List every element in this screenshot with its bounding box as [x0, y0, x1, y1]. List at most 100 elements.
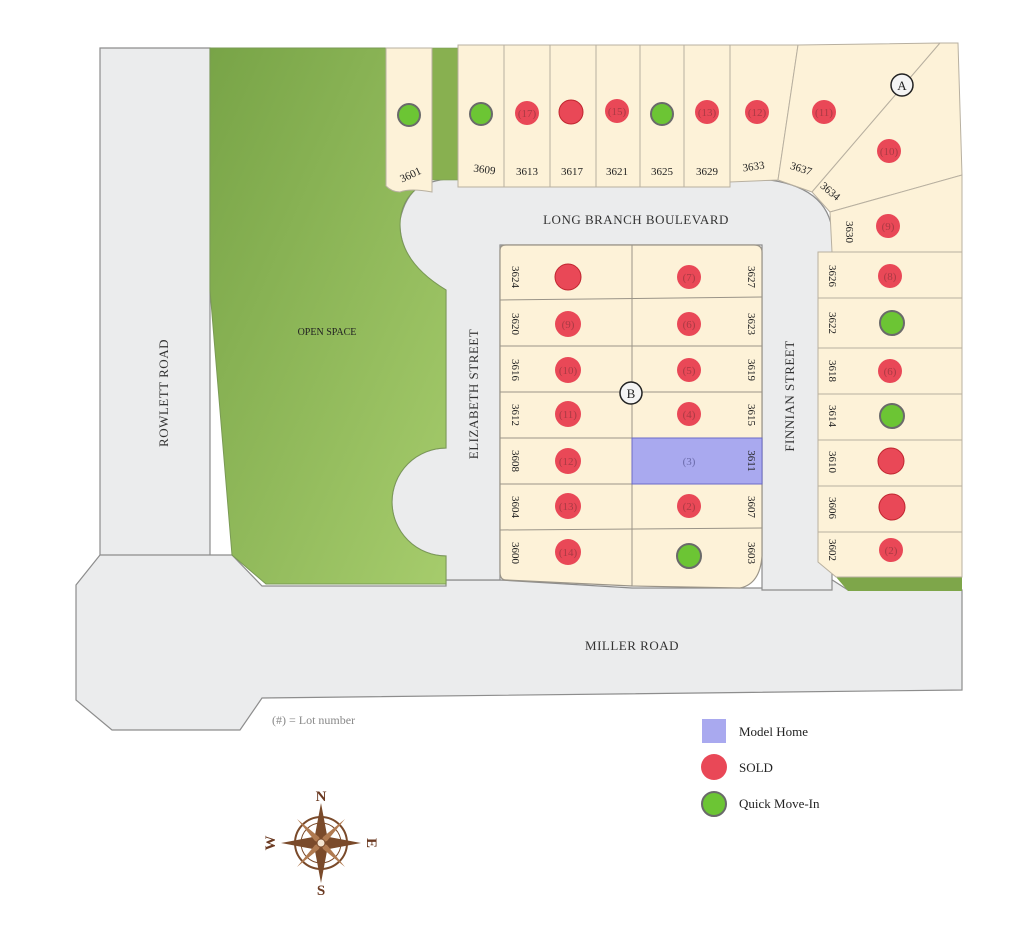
lot-id: (9) — [882, 221, 895, 233]
lot-3622-status — [879, 310, 905, 336]
street-labels: ROWLETT ROAD LONG BRANCH BOULEVARD ELIZA… — [156, 212, 797, 653]
lot-3614-status — [879, 403, 905, 429]
lot-ids-top: (17) (15) (13) (12) (11) (10) (9) — [518, 106, 899, 233]
lot-id: (2) — [683, 501, 696, 513]
address: 3627 — [745, 266, 757, 289]
lot-id: (2) — [885, 545, 898, 557]
lot-id: (7) — [683, 272, 696, 284]
address: 3620 — [509, 313, 521, 336]
rowlett-road — [99, 47, 211, 561]
compass-rose: N S E W — [263, 789, 379, 899]
center-right-addresses: 3627 3623 3619 3615 3611 3607 3603 — [745, 266, 757, 565]
phase-marker-b-label: B — [627, 386, 636, 401]
lot-3614[interactable] — [817, 393, 963, 441]
address: 3622 — [826, 312, 838, 334]
address: 3629 — [696, 166, 719, 178]
address: 3604 — [509, 496, 521, 519]
lot-3604-status — [555, 493, 581, 519]
lot-3610-status — [877, 447, 905, 475]
phase-marker-a: A — [890, 73, 914, 97]
compass-s: S — [317, 883, 325, 899]
lot-3623-status — [677, 312, 701, 336]
compass-w: W — [263, 836, 279, 851]
compass-icon — [281, 803, 361, 883]
lot-id: (5) — [683, 365, 696, 377]
address: 3633 — [742, 159, 766, 174]
green-strip-top — [431, 47, 459, 181]
street-label-rowlett: ROWLETT ROAD — [156, 339, 171, 447]
address: 3607 — [745, 496, 757, 519]
lot-id: (13) — [698, 107, 717, 119]
model-home-lot-3611[interactable] — [631, 437, 763, 485]
legend-model-swatch — [702, 719, 726, 743]
legend-quick-label: Quick Move-In — [739, 796, 820, 811]
address: 3612 — [509, 404, 521, 426]
lot-3612-status — [555, 401, 581, 427]
lot-id: (6) — [683, 319, 696, 331]
address: 3600 — [509, 542, 521, 565]
lot-id: (11) — [559, 409, 577, 421]
lot-3618-status — [878, 359, 902, 383]
lot-3630-status — [876, 214, 900, 238]
street-label-elizabeth: ELIZABETH STREET — [466, 329, 481, 459]
address: 3610 — [826, 451, 838, 474]
lot-3624-status — [554, 263, 582, 291]
top-lots: (17) (15) (13) (12) (11) (10) (9) 3601 3… — [385, 42, 963, 253]
address: 3616 — [509, 359, 521, 382]
lot-id: (10) — [559, 365, 578, 377]
lot-3629-status — [695, 100, 719, 124]
lot-id: (13) — [559, 501, 578, 513]
legend-sold-swatch — [701, 754, 727, 780]
address: 3624 — [509, 266, 521, 289]
roads — [75, 47, 963, 731]
compass-e: E — [363, 838, 379, 848]
address: 3619 — [745, 359, 757, 382]
lot-3608-status — [555, 448, 581, 474]
center-right-dots — [676, 265, 702, 569]
address: 3623 — [745, 313, 757, 336]
address: 3613 — [516, 166, 539, 178]
lot-id: (17) — [518, 108, 537, 120]
lot-id: (12) — [748, 107, 767, 119]
phase-marker-a-circle — [890, 73, 914, 97]
lot-3600-status — [555, 539, 581, 565]
address: 3609 — [473, 163, 497, 178]
address: 3603 — [745, 542, 757, 565]
lot-dots-top — [397, 99, 901, 238]
lot-3625-status — [650, 102, 674, 126]
legend: Model Home SOLD Quick Move-In — [701, 719, 820, 817]
right-addresses: 3626 3622 3618 3614 3610 3606 3602 — [826, 265, 838, 561]
right-lots: (8) (6) (2) 3626 3622 3618 3614 3610 360… — [817, 251, 963, 578]
lot-3616-status — [555, 357, 581, 383]
lot-3619-status — [677, 358, 701, 382]
lot-3627-status — [677, 265, 701, 289]
street-label-miller: MILLER ROAD — [585, 638, 679, 653]
address: 3615 — [745, 404, 757, 427]
street-label-long-branch: LONG BRANCH BOULEVARD — [543, 212, 729, 227]
address: 3614 — [826, 405, 838, 428]
phase-marker-a-label: A — [897, 78, 907, 93]
legend-sold-label: SOLD — [739, 760, 773, 775]
center-block: (9) (10) (11) (12) (13) (14) 3624 3620 3… — [499, 244, 763, 589]
lot-id: (8) — [884, 271, 897, 283]
lot-id: (3) — [683, 456, 696, 468]
open-space-label: OPEN SPACE — [298, 327, 357, 338]
compass-n: N — [316, 789, 327, 805]
lot-3607-status — [677, 494, 701, 518]
lot-id: (10) — [880, 146, 899, 158]
lot-3620-status — [555, 311, 581, 337]
legend-quick-swatch — [701, 791, 727, 817]
address: 3617 — [561, 166, 584, 178]
lot-id: (4) — [683, 409, 696, 421]
lot-3617-status — [558, 99, 584, 125]
lot-id: (9) — [562, 319, 575, 331]
lot-3626-status — [878, 264, 902, 288]
lot-id: (12) — [559, 456, 578, 468]
lot-3633-status — [745, 100, 769, 124]
address: 3618 — [826, 360, 838, 383]
lot-id: (6) — [884, 366, 897, 378]
right-dots — [877, 264, 906, 562]
center-right-ids: (7) (6) (5) (4) (3) (2) — [683, 272, 696, 513]
phase-marker-b-circle — [619, 381, 643, 405]
